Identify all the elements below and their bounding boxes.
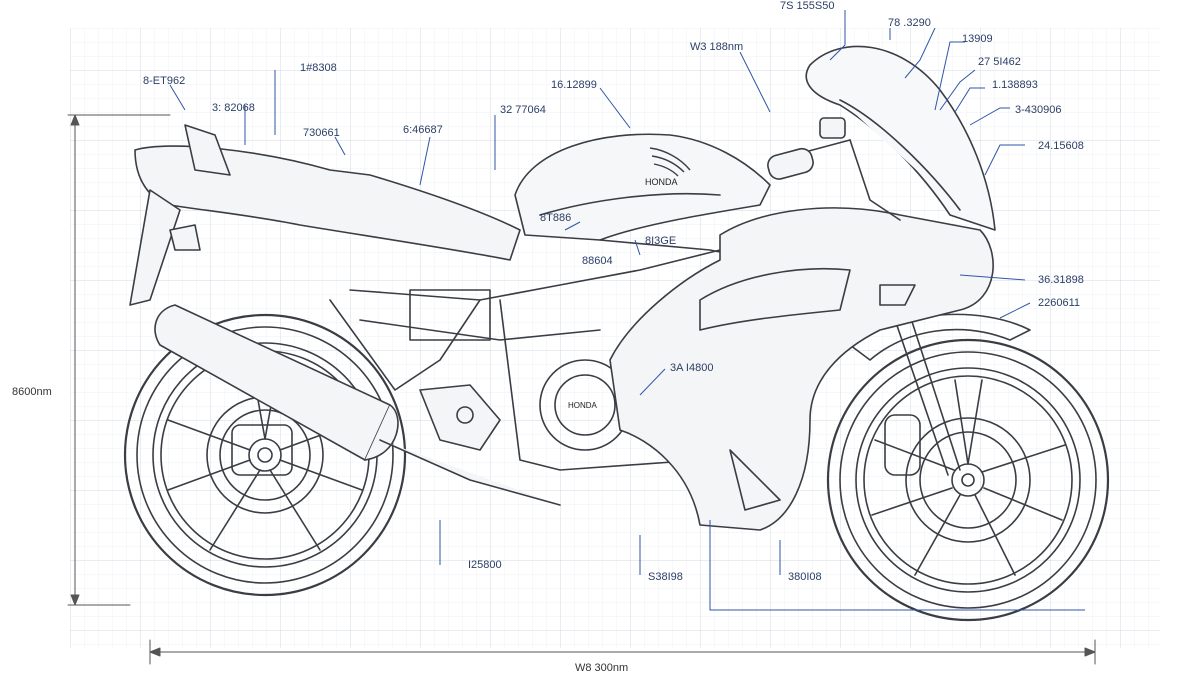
front-fairing: [609, 207, 994, 531]
overall-height-dimension: [67, 114, 171, 606]
callout-label: 7S 155S50: [780, 0, 835, 12]
callout-label: 6:46687: [403, 124, 443, 136]
overall-length-label: W8 300nm: [575, 662, 629, 674]
callout-label: 1#8308: [300, 62, 337, 74]
rear-footpeg: [419, 384, 501, 451]
callout-label: 32 77064: [500, 104, 546, 116]
callout-label: 27 5I462: [978, 56, 1021, 68]
callout-label: 380I08: [788, 571, 822, 583]
callout-label: 16.12899: [551, 79, 597, 91]
engine-cover-badge: HONDA: [568, 401, 597, 410]
handlebar: [767, 117, 901, 221]
callout-label: I25800: [468, 559, 502, 571]
callout-label: 8T886: [540, 212, 572, 224]
fuel-tank: [514, 133, 771, 241]
callout-label: 3A I4800: [670, 362, 714, 374]
overall-length-dimension: [149, 639, 1096, 665]
callout-label: 3-430906: [1015, 104, 1062, 116]
callout-label: 88604: [582, 255, 613, 267]
callout-label: S38I98: [648, 571, 683, 583]
callout-label: 78 .3290: [888, 17, 931, 29]
callout-label: 36.31898: [1038, 274, 1084, 286]
callout-label: 3: 82068: [212, 102, 255, 114]
front-wheel: [826, 338, 1110, 622]
tank-brand-label: HONDA: [645, 177, 678, 187]
callout-label: 2260611: [1038, 297, 1081, 309]
tail-section: [129, 124, 521, 306]
callout-label: 730661: [303, 127, 340, 139]
callout-label: W3 188nm: [690, 41, 744, 53]
callout-label: 8I3GE: [645, 235, 677, 247]
callout-label: 13909: [962, 33, 993, 45]
exhaust-muffler: [154, 304, 561, 506]
callout-label: 24.15608: [1038, 140, 1084, 152]
callout-label: 8-ET962: [143, 75, 186, 87]
overall-height-label: 8600nm: [12, 386, 52, 398]
callout-label: 1.138893: [992, 79, 1038, 91]
windscreen: [805, 45, 996, 231]
tank-wing-logo: [649, 147, 691, 177]
